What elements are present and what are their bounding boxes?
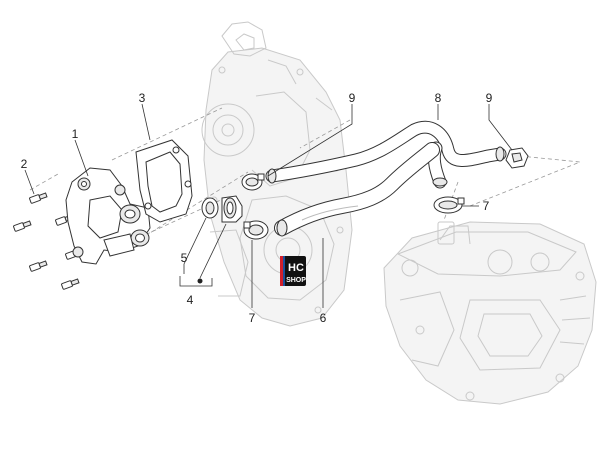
callout-9-right: 9 (486, 91, 493, 105)
callout-8: 8 (435, 91, 442, 105)
callout-labels: 1 2 3 9 8 9 7 5 4 7 6 (21, 91, 493, 325)
screw-2 (13, 220, 32, 232)
upper-coolant-hose (265, 120, 507, 189)
hose-clamp (241, 173, 265, 191)
callout-7-left: 7 (249, 311, 256, 325)
engine-crankcase-ghost (201, 21, 353, 327)
leader-lines (24, 103, 513, 308)
callout-7-right: 7 (483, 199, 490, 213)
callout-6: 6 (320, 311, 327, 325)
callout-4: 4 (187, 293, 194, 307)
screw-2 (29, 192, 48, 204)
screw-2 (61, 278, 80, 290)
cylinder-head-ghost (383, 221, 597, 405)
screw-2 (29, 260, 48, 272)
reference-dot (197, 278, 203, 284)
callout-3: 3 (139, 91, 146, 105)
logo-line-2: SHOP (286, 277, 306, 284)
o-ring-and-seal (201, 195, 243, 223)
water-pump-cover (65, 167, 151, 265)
hc-shop-logo: HC SHOP (280, 256, 306, 286)
callout-9-left: 9 (349, 91, 356, 105)
hose-clamp (243, 220, 269, 240)
pump-gasket (135, 139, 193, 223)
screw-set (13, 192, 84, 290)
hose-clamp (433, 196, 465, 214)
callout-2: 2 (21, 157, 28, 171)
logo-line-1: HC (288, 262, 304, 274)
hose-plug (505, 147, 529, 169)
callout-5: 5 (181, 251, 188, 265)
callout-1: 1 (72, 127, 79, 141)
lower-coolant-hose (274, 142, 440, 237)
